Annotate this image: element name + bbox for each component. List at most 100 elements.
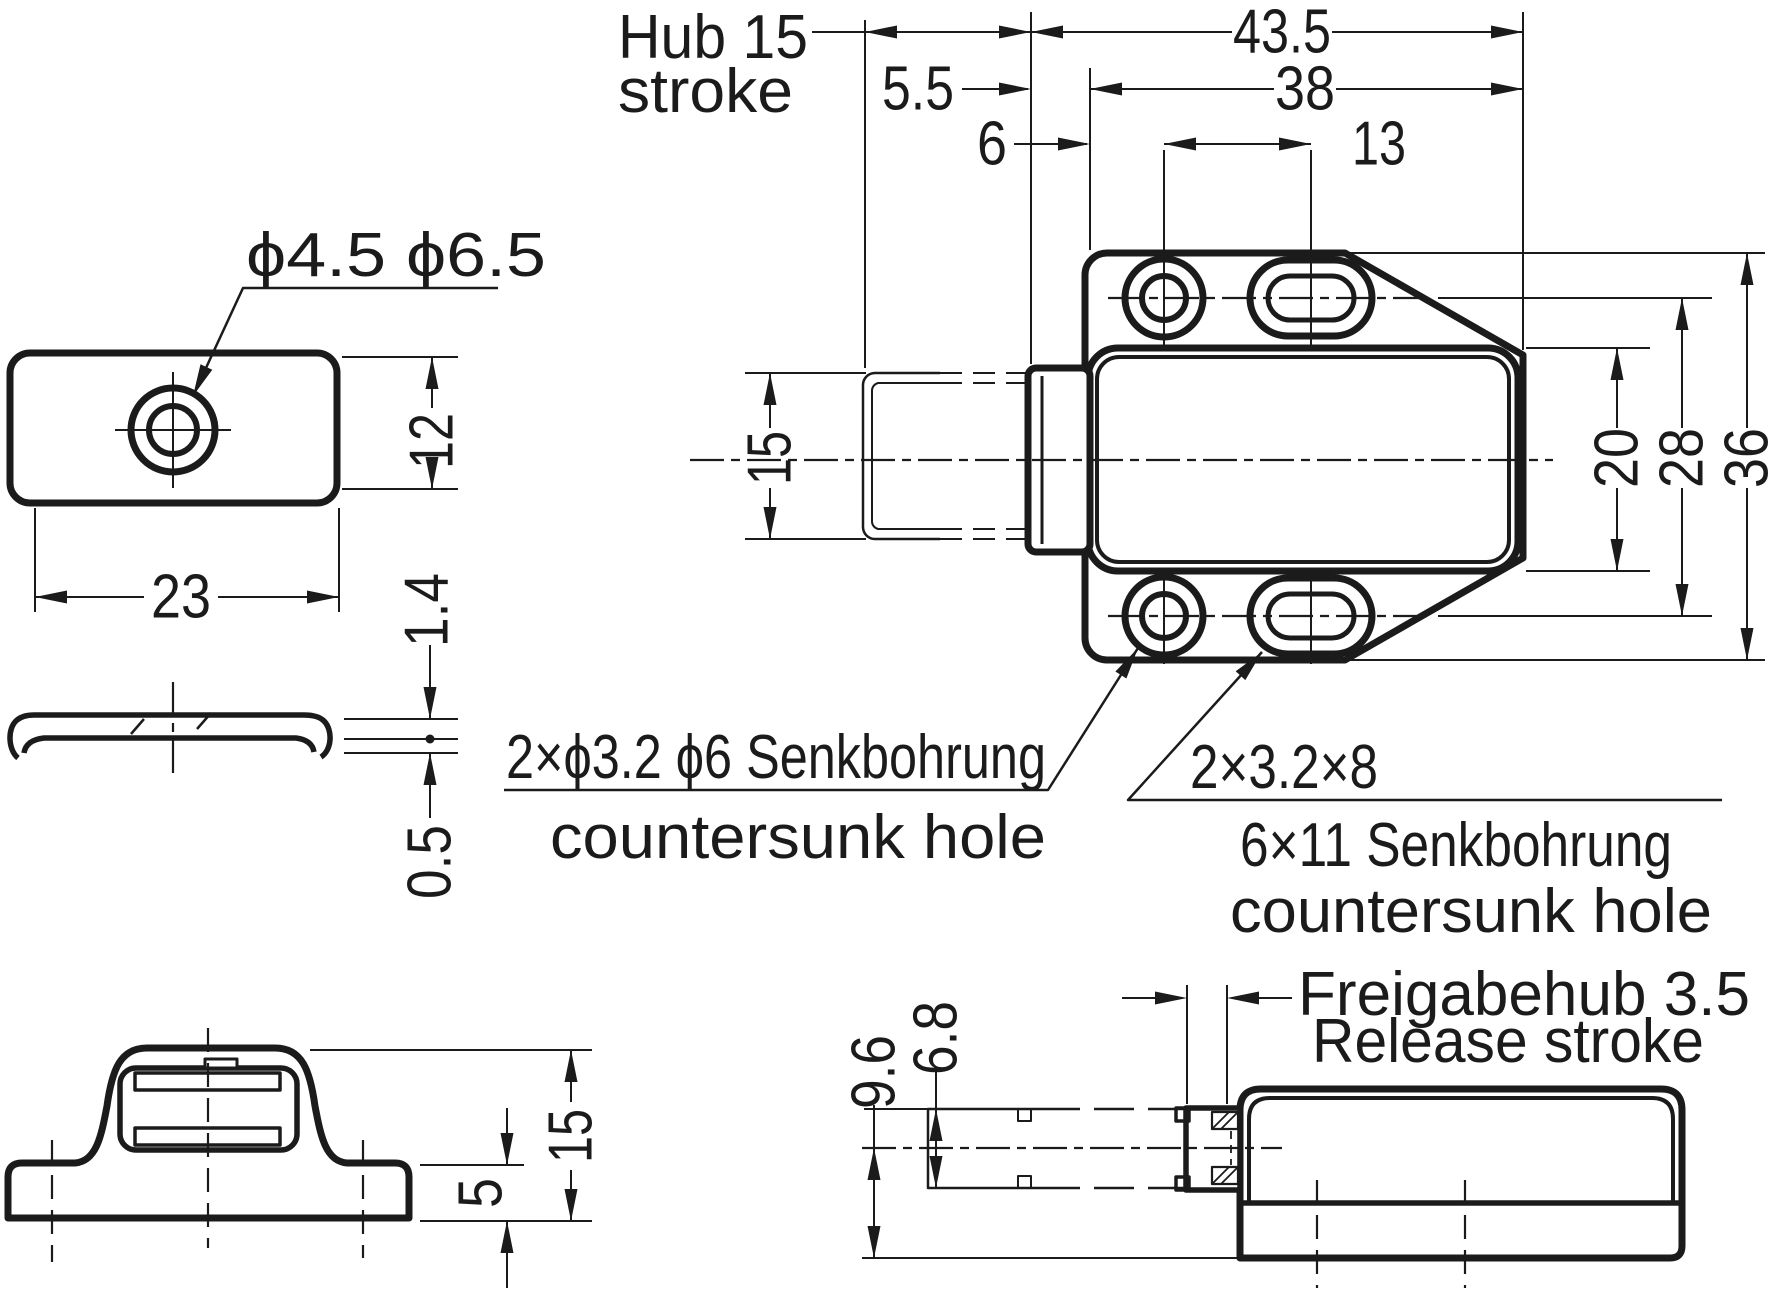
plunger-hidden-lines — [940, 372, 1028, 540]
plate-profile-bottom — [21, 735, 317, 754]
dim-lines — [1350, 252, 1765, 661]
dim-point-dot — [425, 734, 435, 744]
annotation-line2: 6×11 Senkbohrung — [1240, 811, 1672, 880]
bushing-hatch-top — [1211, 1111, 1239, 1130]
strike-plate-top-view: ϕ4.5 ϕ6.5 12 23 — [6, 221, 546, 632]
dim-release-stroke-3.5: Freigabehub 3.5 Release stroke — [1122, 960, 1750, 1104]
bushing-clip-top — [1174, 1106, 1191, 1123]
stroke-label-line1: Hub 15 — [618, 3, 808, 72]
dim-value: 5.5 — [882, 55, 954, 124]
flange-hole-axes — [1315, 1180, 1467, 1288]
annotation-line1: 2×3.2×8 — [1190, 733, 1378, 802]
dim-axis-height-9.6: 9.6 — [840, 1035, 909, 1258]
plunger-notch-top — [1017, 1108, 1032, 1122]
dim-lines — [1526, 347, 1650, 572]
hole-diameter-label: ϕ4.5 ϕ6.5 — [246, 221, 546, 290]
dim-front-height-15: 15 — [310, 1049, 606, 1222]
dim-hub-stroke-15: Hub 15 stroke — [618, 3, 1032, 368]
bushing-hatch-bottom — [1211, 1166, 1239, 1185]
dim-value-curl: 0.5 — [396, 825, 465, 899]
dim-value: 43.5 — [1233, 0, 1331, 67]
dim-arrowheads-icon — [867, 1148, 881, 1258]
leader-arrowhead-icon — [1235, 652, 1262, 681]
latch-front-view: 15 5 — [4, 1028, 606, 1288]
center-lines — [50, 1028, 365, 1262]
dim-arrowheads-icon — [1675, 298, 1689, 616]
hole-center-cross — [115, 372, 231, 488]
dim-lines — [344, 645, 458, 818]
dim-value: 6 — [977, 110, 1007, 179]
dim-value: 15 — [537, 1109, 606, 1163]
bushing-detail-top — [1210, 1110, 1240, 1131]
dim-hole-row-spacing-28: 28 — [1438, 297, 1717, 617]
bushing-clip-bottom — [1174, 1175, 1191, 1192]
dim-plate-height-36: 36 — [1350, 252, 1772, 661]
dim-arrowheads-icon — [500, 1133, 514, 1253]
dim-value: 28 — [1648, 428, 1717, 488]
dim-arrowheads-icon — [423, 687, 437, 785]
dim-value: 36 — [1713, 428, 1772, 488]
latch-rear-view: Hub 15 stroke 43.5 5.5 38 6 13 — [504, 0, 1772, 946]
housing-notch — [203, 1057, 239, 1070]
dim-lines — [745, 372, 866, 540]
dim-value: 9.6 — [840, 1035, 909, 1109]
dim-hole-spacing-13: 13 — [1164, 110, 1406, 179]
annotation-leader — [1126, 651, 1722, 802]
dim-value: 23 — [151, 563, 211, 632]
annotation-line1: 2×ϕ3.2 ϕ6 Senkbohrung — [506, 723, 1046, 792]
dim-arrowhead-icon — [999, 82, 1031, 96]
dim-arrowheads-icon — [929, 1109, 943, 1188]
dim-lines — [1122, 985, 1292, 1104]
plunger-hidden-lines — [1040, 1107, 1184, 1190]
dim-base-height-5: 5 — [420, 1108, 524, 1288]
annotation-slot-hole: 2×3.2×8 6×11 Senkbohrung countersunk hol… — [1126, 651, 1722, 946]
dim-body-height-20: 20 — [1526, 347, 1652, 572]
dim-plate-height-12: 12 — [342, 356, 467, 490]
leader-arrowhead-icon — [193, 364, 213, 396]
dim-arrowheads-icon — [35, 590, 339, 604]
annotation-line3: countersunk hole — [1230, 877, 1712, 946]
dim-bushing-offset-5.5: 5.5 — [882, 55, 1091, 250]
dim-lines — [812, 12, 1032, 368]
bushing-detail-bottom — [1210, 1165, 1240, 1186]
dim-value: 6.8 — [902, 1001, 971, 1075]
dim-lines — [1438, 297, 1712, 617]
dim-plunger-height-6.8: 6.8 — [902, 1001, 971, 1188]
dim-value: 5 — [447, 1178, 516, 1208]
plunger-inner-line — [871, 382, 940, 530]
release-label-line1: Freigabehub 3.5 — [1298, 960, 1750, 1029]
dim-arrowheads-icon — [1164, 137, 1311, 151]
dim-arrowheads-icon — [425, 357, 439, 489]
release-label-line2: Release stroke — [1312, 1007, 1704, 1076]
plunger-outline — [861, 371, 940, 541]
dim-value: 38 — [1275, 55, 1335, 124]
dim-value: 20 — [1583, 428, 1652, 488]
side-body-inner-line — [1247, 1096, 1675, 1203]
surface-tick-marks — [130, 712, 212, 735]
dim-arrowheads-icon — [1155, 991, 1259, 1005]
plate-profile-top — [7, 712, 333, 761]
dim-total-width-43.5: 43.5 — [1031, 0, 1524, 350]
dim-body-width-38: 38 — [1090, 55, 1523, 124]
strike-plate-side-view: 1.4 0.5 — [7, 573, 465, 899]
dim-value: 15 — [736, 431, 805, 485]
stroke-label-line2: stroke — [618, 57, 793, 126]
annotation-line2: countersunk hole — [550, 803, 1046, 872]
annotation-leader — [504, 647, 1140, 792]
dim-value: 13 — [1352, 110, 1406, 179]
dim-thickness-1.4-and-0.5: 1.4 0.5 — [344, 573, 465, 899]
dim-lines — [34, 508, 340, 612]
latch-side-view: 9.6 6.8 Freigabehub 3.5 Release stroke — [840, 960, 1750, 1288]
dim-plate-width-23: 23 — [34, 508, 340, 632]
dim-hole-offset-6: 6 — [977, 110, 1090, 179]
dim-arrowhead-icon — [1058, 137, 1090, 151]
hole-label-leader — [191, 286, 498, 397]
leader-arrowhead-icon — [1115, 648, 1138, 679]
annotation-round-hole: 2×ϕ3.2 ϕ6 Senkbohrung countersunk hole — [504, 647, 1140, 872]
side-body-outline — [1236, 1085, 1686, 1262]
dim-value-thickness: 1.4 — [393, 573, 462, 647]
dim-plunger-width-15: 15 — [736, 372, 866, 540]
hole-axis-lines — [1163, 150, 1312, 664]
dim-lines — [342, 356, 458, 490]
